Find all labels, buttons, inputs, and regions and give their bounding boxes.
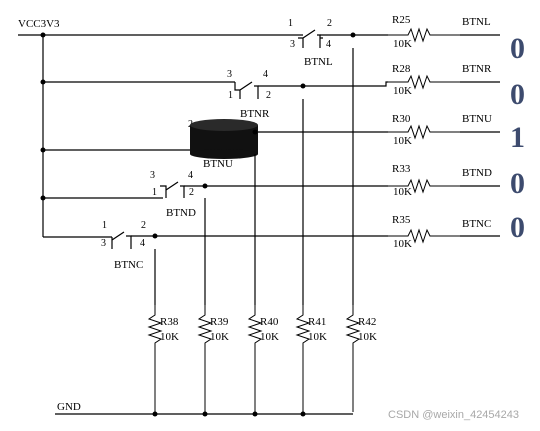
- button-label: BTNC: [114, 259, 143, 271]
- pin-label: 1: [102, 220, 107, 231]
- resistor-ref: R28: [392, 63, 411, 75]
- junction-dot: [40, 32, 46, 38]
- row-btnc: 1 2 3 4 BTNC R35 10K BTNC 0: [43, 211, 525, 271]
- resistor-value: 10K: [393, 38, 412, 50]
- pulldown-r42: R42 10K: [345, 305, 377, 412]
- pin-label: 1: [228, 90, 233, 101]
- signal-label: BTNR: [462, 63, 492, 75]
- pin-label: 4: [140, 238, 145, 249]
- button-label: BTNU: [203, 158, 233, 170]
- state-indicator: 0: [510, 78, 525, 111]
- state-indicator: 0: [510, 211, 525, 244]
- wire: [258, 81, 388, 87]
- pushbutton-pressed-icon: [190, 119, 258, 159]
- resistor-ref: R42: [358, 316, 376, 328]
- pin-label: 3: [101, 238, 106, 249]
- resistor-r35: [388, 228, 460, 244]
- pulldown-r41: R41 10K: [295, 305, 327, 412]
- junction-dot: [252, 129, 258, 135]
- pin-label: 1: [288, 18, 293, 29]
- pin-label: 1: [152, 187, 157, 198]
- resistor-value: 10K: [358, 331, 377, 343]
- resistor-r33: [388, 178, 460, 194]
- button-label: BTNR: [240, 108, 270, 120]
- switch-btnl: [298, 29, 323, 48]
- switch-btnc: [111, 231, 132, 249]
- junction-dot: [300, 83, 306, 89]
- pin-label: 4: [326, 39, 331, 50]
- resistor-ref: R41: [308, 316, 326, 328]
- resistor-ref: R35: [392, 214, 411, 226]
- state-indicator: 0: [510, 32, 525, 65]
- pulldown-r40: R40 10K: [247, 305, 279, 412]
- pin-label: 3: [227, 69, 232, 80]
- junction-dot: [152, 233, 158, 239]
- pin-label: 2: [327, 18, 332, 29]
- signal-label: BTNC: [462, 218, 491, 230]
- resistor-ref: R25: [392, 14, 411, 26]
- pin-label: 2: [141, 220, 146, 231]
- junction-dot: [300, 411, 306, 417]
- signal-label: BTNU: [462, 113, 492, 125]
- state-indicator: 1: [510, 121, 525, 154]
- resistor-value: 10K: [308, 331, 327, 343]
- resistor-r30: [388, 124, 460, 140]
- resistor-value: 10K: [393, 186, 412, 198]
- junction-dot: [350, 32, 356, 38]
- button-label: BTNL: [304, 56, 333, 68]
- junction-dot: [152, 411, 158, 417]
- switch-btnd: [160, 181, 185, 198]
- junction-dot: [252, 411, 258, 417]
- supply-label: VCC3V3: [18, 18, 60, 30]
- switch-btnr: [234, 81, 259, 99]
- junction-dot: [202, 183, 208, 189]
- junction-dot: [202, 411, 208, 417]
- watermark: CSDN @weixin_42454243: [388, 409, 519, 421]
- resistor-r25: [388, 27, 460, 43]
- resistor-value: 10K: [393, 135, 412, 147]
- state-indicator: 0: [510, 167, 525, 200]
- row-btnd: 3 4 1 2 BTND R33 10K BTND 0: [43, 163, 525, 219]
- button-label: BTND: [166, 207, 196, 219]
- pin-label: 2: [189, 187, 194, 198]
- resistor-value: 10K: [210, 331, 229, 343]
- signal-label: BTNL: [462, 16, 491, 28]
- pin-label: 4: [188, 170, 193, 181]
- pin-label: 4: [263, 69, 268, 80]
- resistor-r28: [388, 74, 460, 90]
- signal-label: BTND: [462, 167, 492, 179]
- row-btnl: 1 2 3 4 BTNL R25 10K BTNL 0: [288, 14, 525, 68]
- resistor-value: 10K: [393, 85, 412, 97]
- resistor-ref: R40: [260, 316, 279, 328]
- ground-label: GND: [57, 401, 81, 413]
- resistor-value: 10K: [260, 331, 279, 343]
- resistor-ref: R33: [392, 163, 411, 175]
- pin-label: 2: [266, 90, 271, 101]
- resistor-ref: R30: [392, 113, 411, 125]
- pulldown-r38: R38 10K: [147, 305, 179, 412]
- resistor-value: 10K: [160, 331, 179, 343]
- pulldown-r39: R39 10K: [197, 305, 229, 412]
- pin-label: 3: [290, 39, 295, 50]
- pin-label: 3: [150, 170, 155, 181]
- row-btnr: 3 4 1 2 BTNR R28 10K BTNR 0: [43, 63, 525, 120]
- row-btnu: 2 BTNU R30 10K BTNU 1: [43, 113, 525, 170]
- resistor-ref: R39: [210, 316, 229, 328]
- resistor-value: 10K: [393, 238, 412, 250]
- resistor-ref: R38: [160, 316, 179, 328]
